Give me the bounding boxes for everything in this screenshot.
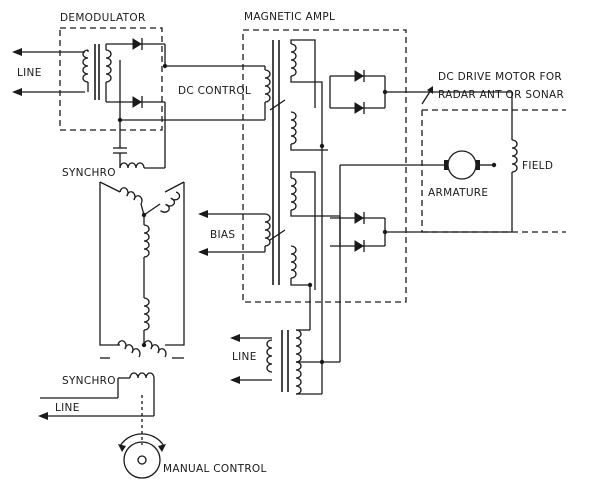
line-input-arrows [12, 48, 85, 96]
magnetic-ampl-box [242, 29, 407, 303]
magnetic-amplifier-block: MAGNETIC AMPL [198, 11, 407, 303]
field-label: FIELD [522, 160, 553, 172]
armature-label: ARMATURE [428, 187, 488, 199]
armature-icon [447, 150, 477, 180]
field-coil-icon [511, 139, 518, 173]
dc-drive-motor-block: DC DRIVE MOTOR FOR RADAR ANT OR SONAR AR… [340, 71, 566, 233]
dc-control-label: DC CONTROL [178, 85, 251, 97]
supply-transformer [230, 146, 341, 395]
dc-control-wires [120, 65, 271, 121]
synchro-bottom-label: SYNCHRO [62, 375, 116, 387]
line-top-label: LINE [17, 67, 42, 79]
synchro-link [99, 182, 185, 348]
magnetic-ampl-label: MAGNETIC AMPL [244, 11, 335, 23]
manual-control-knob [118, 433, 166, 479]
manual-control-label: MANUAL CONTROL [163, 463, 267, 475]
dc-drive-motor-label-1: DC DRIVE MOTOR FOR [438, 71, 562, 83]
line-bottom-label: LINE [55, 402, 80, 414]
synchro-top-label: SYNCHRO [62, 167, 116, 179]
synchro-bottom [38, 340, 184, 445]
demodulator-block: DEMODULATOR LINE [12, 12, 168, 131]
demodulator-label: DEMODULATOR [60, 12, 146, 24]
bias-label: BIAS [210, 229, 235, 241]
demodulator-box [59, 27, 163, 131]
demodulator-transformer [82, 44, 112, 102]
dc-drive-motor-label-2: RADAR ANT OR SONAR [438, 89, 564, 101]
line-mid-label: LINE [232, 351, 257, 363]
synchro-top [99, 120, 185, 218]
demodulator-diodes [106, 38, 168, 123]
